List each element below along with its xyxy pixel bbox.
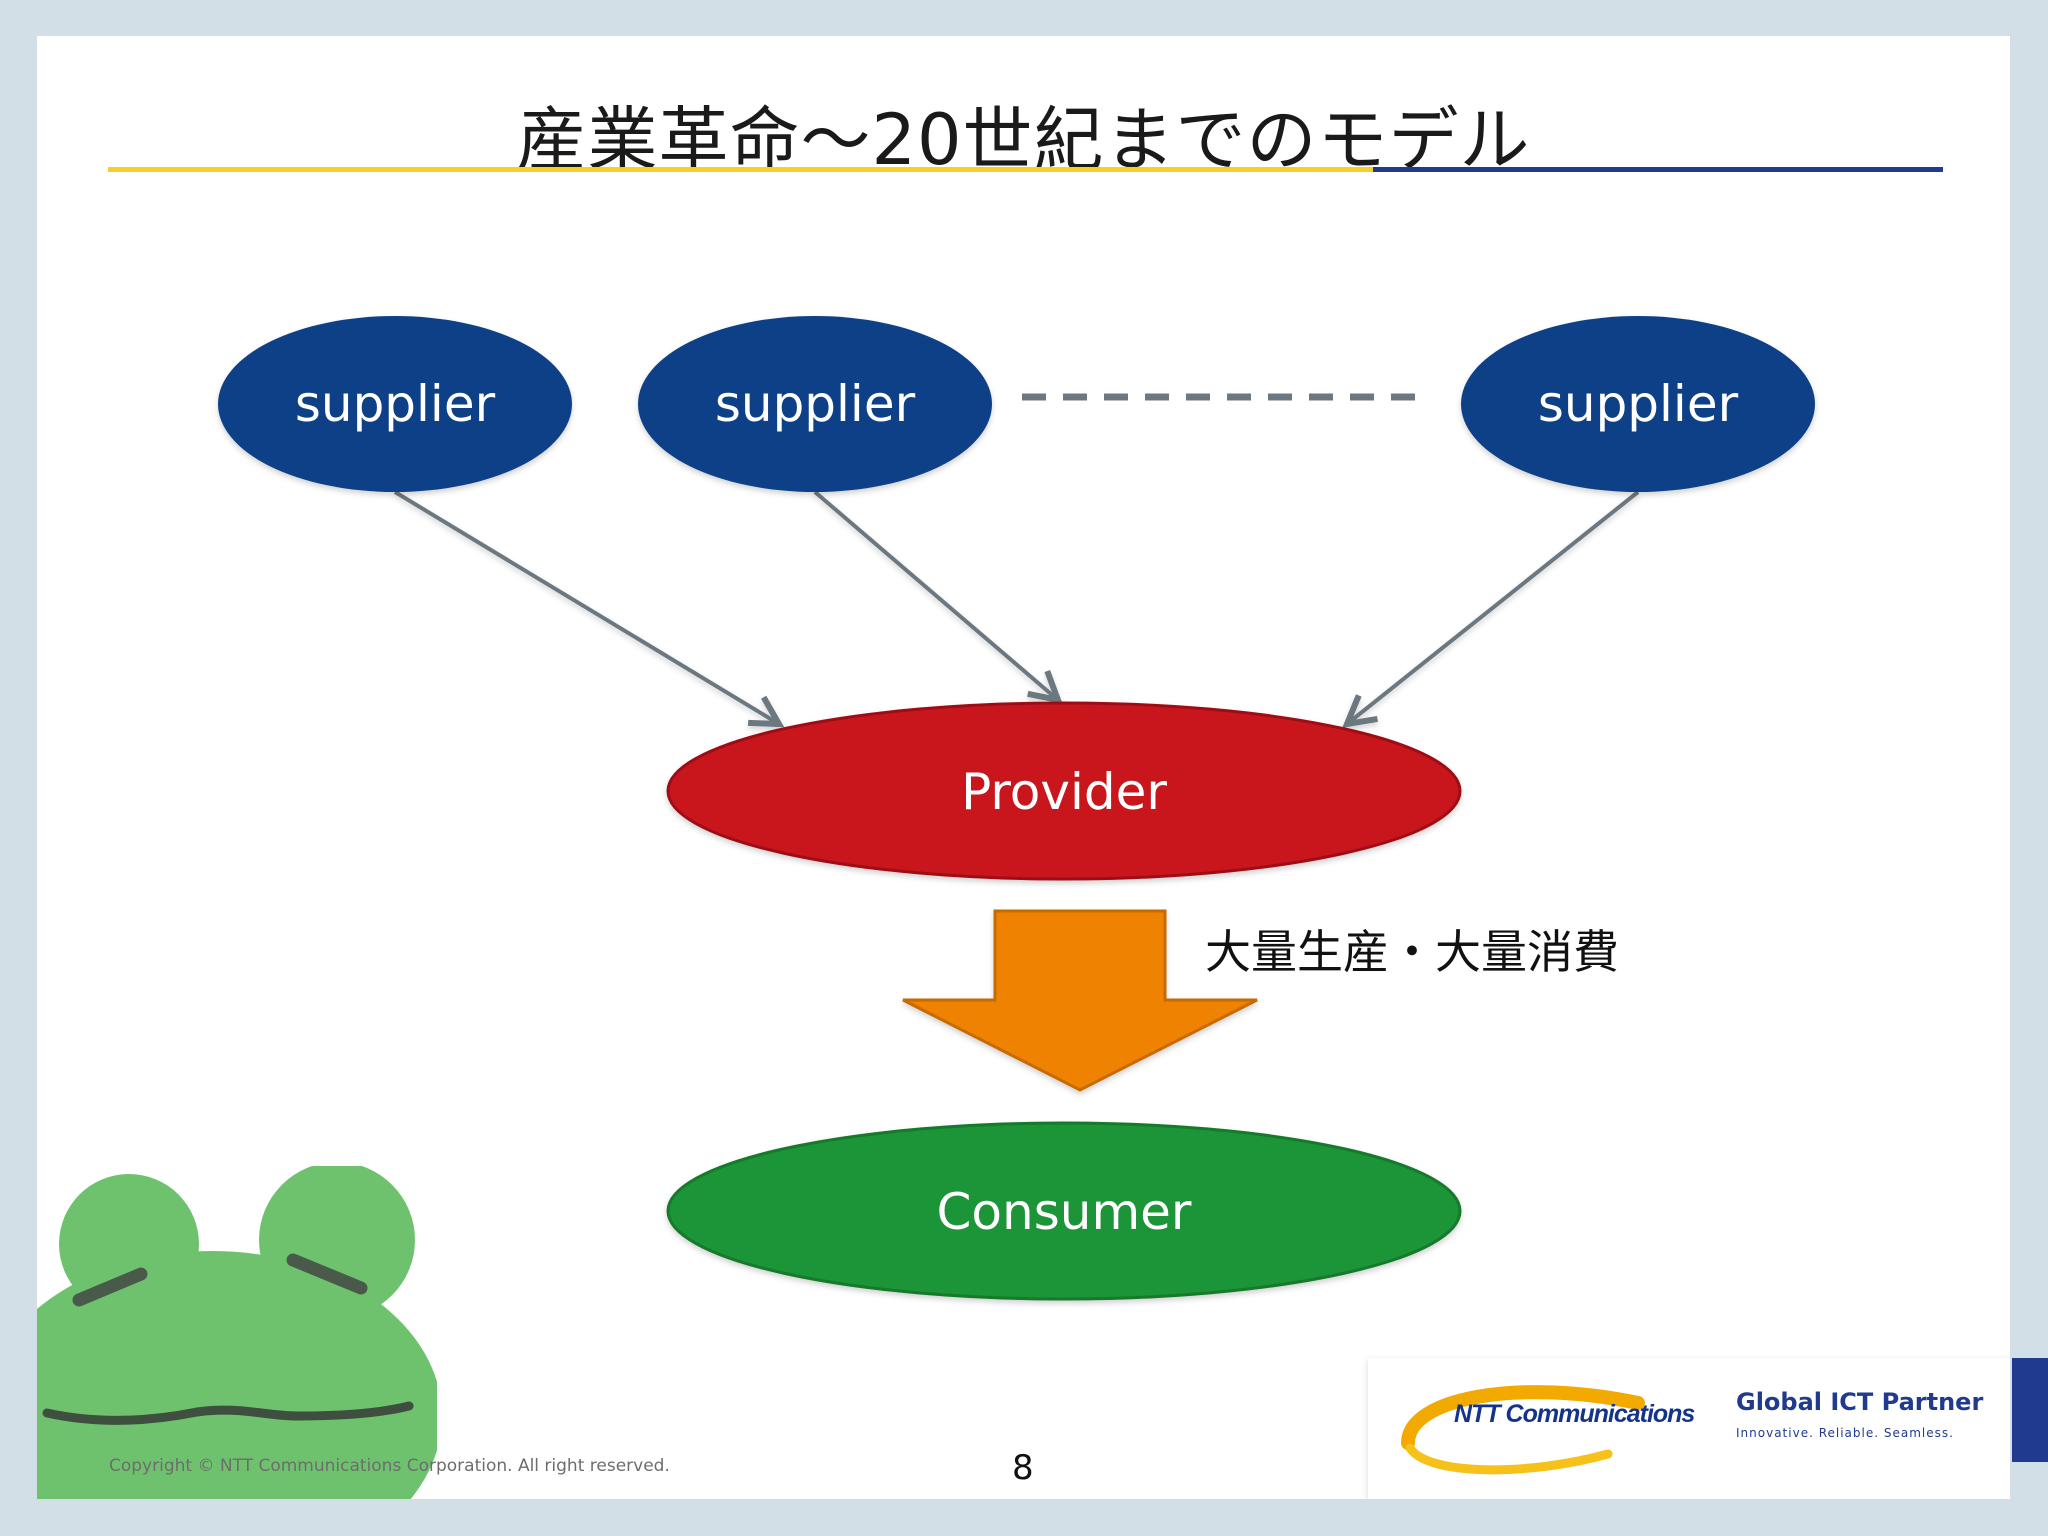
title-rule-blue [1373,167,1943,172]
title-rule-yellow [108,167,1373,172]
ntt-swoosh-icon [1401,1385,1645,1475]
page-number: 8 [1012,1448,1034,1488]
connector-supplier-2 [813,490,1058,700]
slide: 産業革命〜20世紀までのモデル supplier supplier [37,36,2010,1499]
logo-tagline: Global ICT Partner [1736,1388,1984,1416]
consumer-label: Consumer [937,1183,1192,1241]
mass-flow-arrow [902,909,1258,1092]
logo-brand: NTT Communications [1454,1400,1695,1428]
supplier-label-2: supplier [715,375,916,433]
connector-supplier-1 [393,490,779,724]
consumer-node [666,1121,1462,1301]
diagram-canvas: supplier supplier supplier Provider Cons… [218,316,1815,1301]
supplier-node-2 [638,316,992,492]
supplier-node-3 [1461,316,1815,492]
company-logo: NTT Communications Global ICT Partner In… [1368,1358,2010,1499]
flow-label: 大量生産・大量消費 [1205,925,1619,979]
logo-subtagline: Innovative. Reliable. Seamless. [1736,1426,1954,1440]
provider-label: Provider [961,763,1167,821]
frog-mascot-illustration [37,1166,437,1499]
supplier-node-1 [218,316,572,492]
connector-supplier-3 [1347,490,1640,724]
supplier-label-3: supplier [1538,375,1739,433]
provider-node [666,701,1462,881]
supplier-label-1: supplier [295,375,496,433]
copyright-notice: Copyright © NTT Communications Corporati… [109,1456,670,1476]
edge-accent-tab [2012,1358,2048,1462]
